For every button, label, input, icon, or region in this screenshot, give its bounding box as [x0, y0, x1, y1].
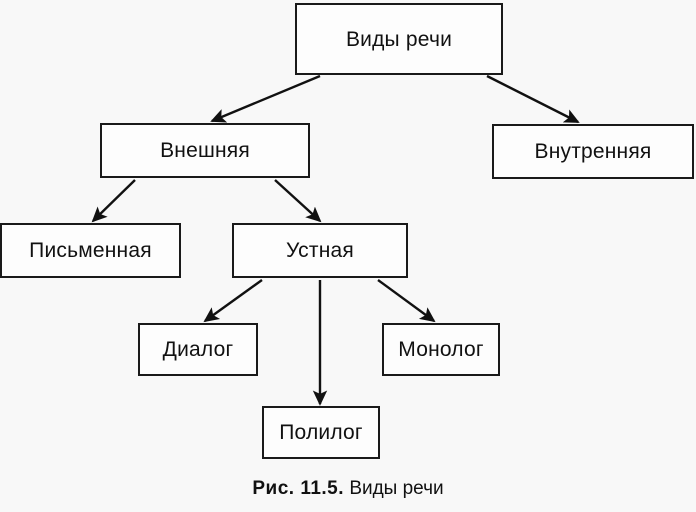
node-vneshnyaya[interactable]: Внешняя [100, 123, 310, 178]
node-polilog[interactable]: Полилог [262, 406, 380, 459]
edge-ustnaya-to-monolog [377, 279, 436, 323]
node-vidy-rechi[interactable]: Виды речи [295, 3, 503, 75]
figure-caption: Рис. 11.5. Виды речи [0, 478, 696, 500]
node-pismennaya[interactable]: Письменная [0, 223, 181, 278]
node-monolog[interactable]: Монолог [382, 323, 500, 376]
edge-vneshnyaya-to-pismennaya [91, 179, 136, 223]
edge-vidy-rechi-to-vneshnyaya [210, 74, 321, 123]
node-ustnaya[interactable]: Устная [232, 223, 408, 278]
edge-vidy-rechi-to-vnutrennyaya [486, 74, 580, 124]
figure-number: Рис. 11.5. [252, 478, 345, 499]
edge-ustnaya-to-dialog [203, 279, 263, 323]
node-dialog[interactable]: Диалог [138, 323, 258, 376]
edge-vneshnyaya-to-ustnaya [274, 179, 322, 223]
figure-caption-text: Виды речи [349, 478, 444, 499]
node-vnutrennyaya[interactable]: Внутренняя [492, 124, 694, 179]
